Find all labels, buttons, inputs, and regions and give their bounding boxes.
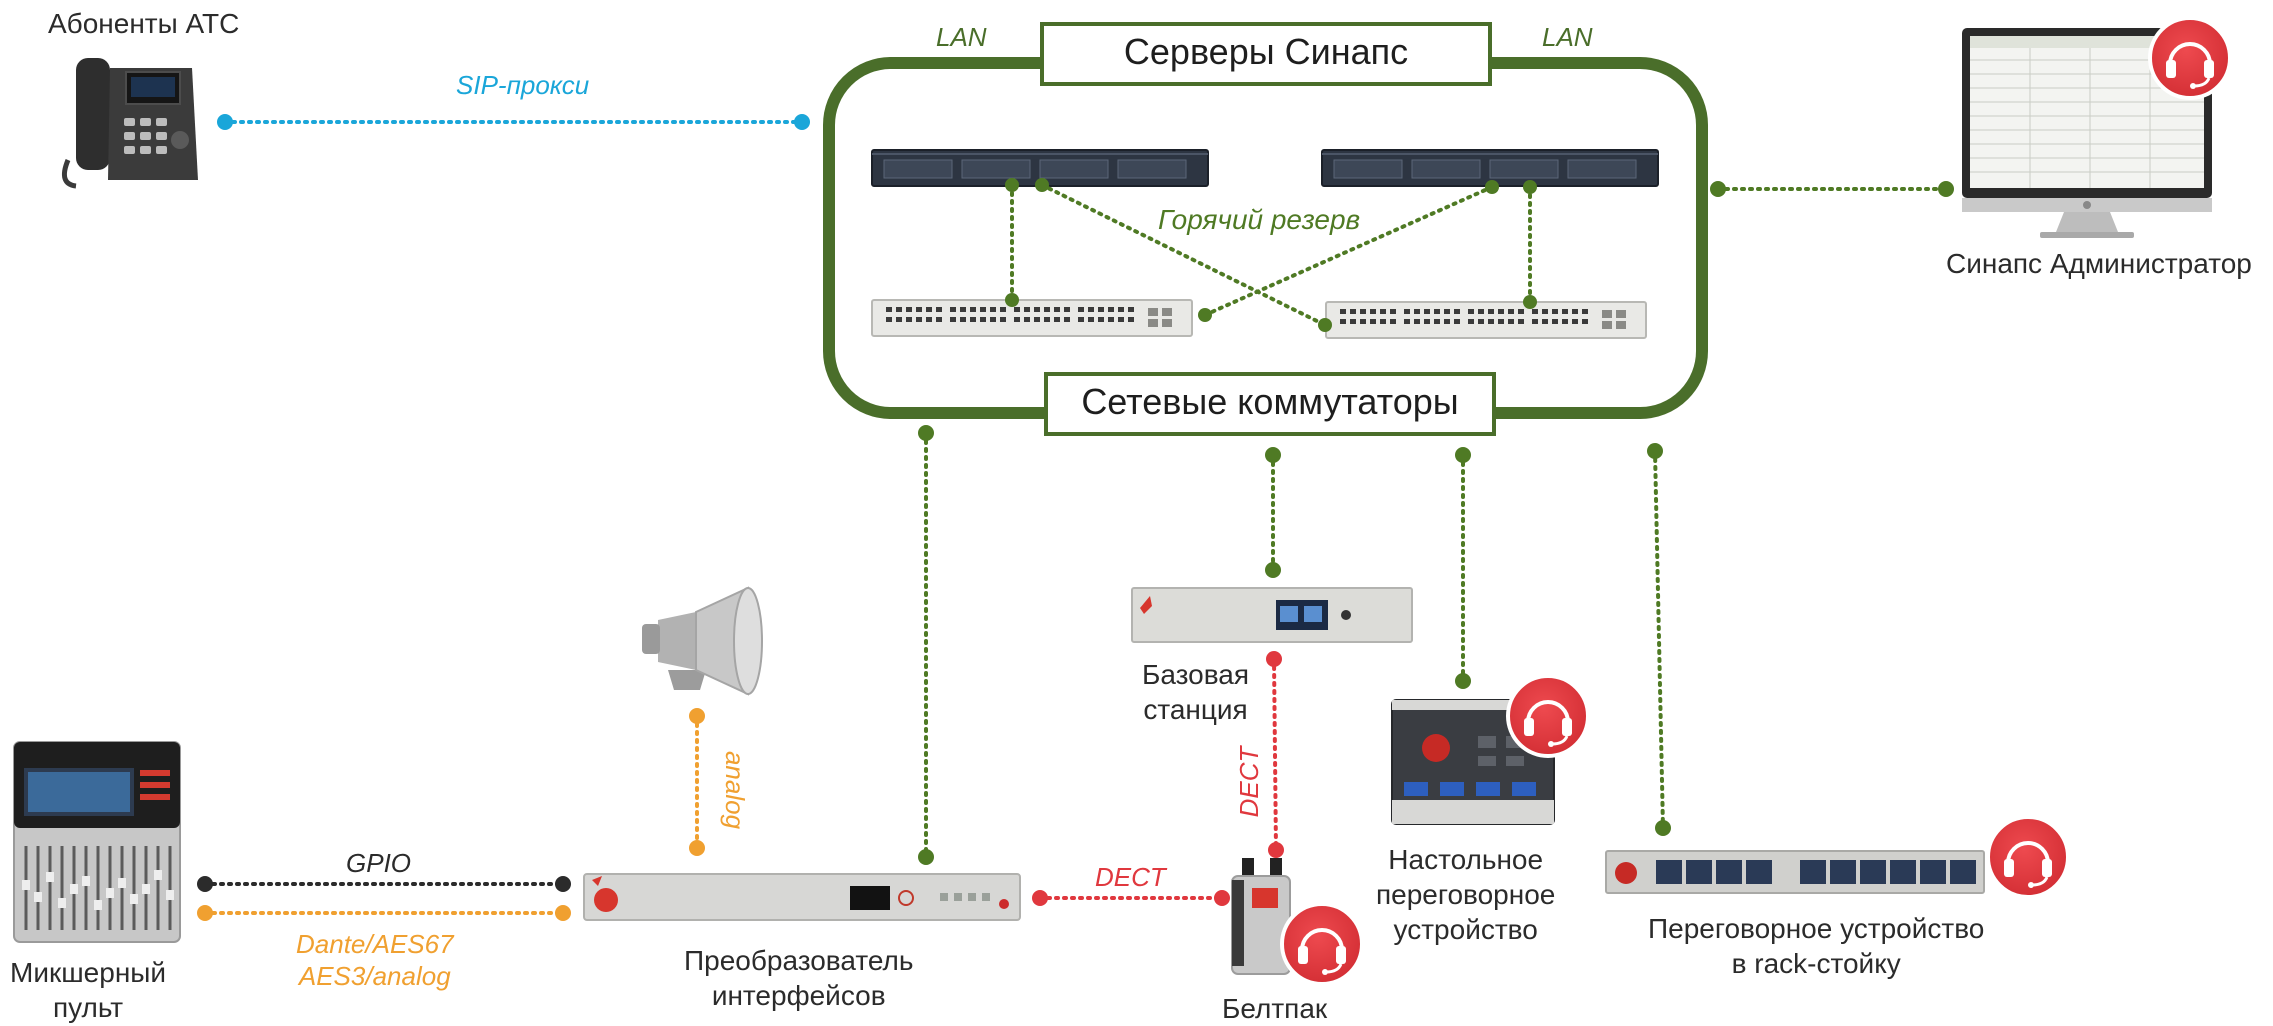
admin-link-end-dot: [1938, 181, 1954, 197]
analog-link-label: analog: [720, 751, 750, 830]
switch-icon: [1325, 301, 1647, 339]
network-links: [924, 431, 1665, 859]
headset-icon: [1506, 674, 1590, 758]
redundancy-label: Горячий резерв: [1158, 204, 1361, 235]
switch-icon: [871, 299, 1193, 337]
dante-link-start-dot: [197, 905, 213, 921]
redundancy-links: [1010, 183, 1532, 327]
base-station-icon: [1131, 587, 1413, 643]
sip-link-start-dot: [217, 114, 233, 130]
lan-left-label: LAN: [936, 22, 987, 52]
rack-panel-icon: [1605, 850, 1985, 894]
admin-link-start-dot: [1710, 181, 1726, 197]
headset-icon: [2148, 16, 2232, 100]
ip-phone-icon: [61, 58, 198, 189]
dect-base-link-bottom-dot: [1268, 842, 1284, 858]
gpio-link-label: GPIO: [346, 848, 412, 878]
dect-base-link: [1272, 657, 1278, 852]
dect-converter-link-end-dot: [1214, 890, 1230, 906]
dect-base-link-label: DECT: [1234, 744, 1264, 817]
analog-link-bottom-dot: [689, 840, 705, 856]
base-station-label: Базовая станция: [1142, 659, 1250, 725]
cluster-top-label: Серверы Синапс: [1040, 22, 1492, 86]
pbx-subscribers-label: Абоненты АТС: [48, 8, 240, 39]
sip-link-label: SIP-прокси: [456, 70, 590, 100]
dante-link-label: Dante/AES67 AES3/analog: [296, 929, 454, 991]
horn-speaker-icon: [642, 586, 763, 696]
interface-converter-icon: [583, 873, 1021, 921]
analog-link-top-dot: [689, 708, 705, 724]
desktop-intercom-label: Настольное переговорное устройство: [1376, 844, 1556, 945]
headset-icon: [1986, 815, 2070, 899]
dect-converter-link-start-dot: [1032, 890, 1048, 906]
gpio-link-start-dot: [197, 876, 213, 892]
cluster-bottom-label: Сетевые коммутаторы: [1044, 372, 1496, 436]
dante-link-end-dot: [555, 905, 571, 921]
cluster-frame: [823, 57, 1708, 419]
lan-right-label: LAN: [1542, 22, 1593, 52]
dect-base-link-top-dot: [1266, 651, 1282, 667]
beltpack-label: Белтпак: [1222, 993, 1328, 1024]
sip-link-end-dot: [794, 114, 810, 130]
dect-converter-link-label: DECT: [1095, 862, 1166, 892]
beltpack-icon: [1231, 858, 1291, 975]
converter-label: Преобразователь интерфейсов: [684, 945, 914, 1011]
rack-intercom-label: Переговорное устройство в rack-стойку: [1648, 913, 1985, 979]
redundancy-dots: [1005, 178, 1537, 332]
admin-station-label: Синапс Администратор: [1946, 248, 2252, 279]
network-link-dots: [918, 425, 1671, 865]
headset-icon: [1280, 902, 1364, 986]
gpio-link-end-dot: [555, 876, 571, 892]
mixer-label: Микшерный пульт: [10, 957, 167, 1023]
mixer-console-icon: [13, 741, 181, 943]
